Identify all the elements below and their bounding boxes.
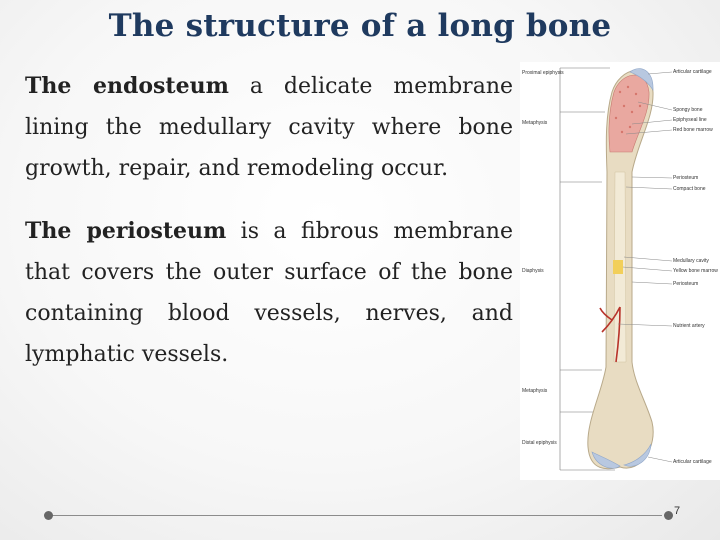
label-red-bone-marrow: Red bone marrow <box>673 127 713 133</box>
label-compact-bone: Compact bone <box>673 186 706 192</box>
label-spongy-bone: Spongy bone <box>673 107 703 113</box>
footer-divider <box>50 515 662 516</box>
term-endosteum: The endosteum <box>25 73 229 99</box>
label-epiphyseal-line: Epiphyseal line <box>673 117 707 123</box>
definition-endosteum: a delicate membrane lining the medullary… <box>25 74 514 181</box>
definition-periosteum: is a fibrous membrane that covers the ou… <box>25 219 513 367</box>
label-periosteum: Periosteum <box>673 175 698 181</box>
slide-title: The structure of a long bone <box>108 8 612 44</box>
label-articular-cartilage-top: Articular cartilage <box>673 69 712 75</box>
label-metaphysis-bottom: Metaphysis <box>522 388 548 394</box>
footer-left-dot <box>44 511 53 520</box>
spongy-texture <box>614 85 642 134</box>
label-articular-cartilage-bottom: Articular cartilage <box>673 459 712 465</box>
articular-cartilage-top <box>629 68 654 91</box>
label-medullary-cavity: Medullary cavity <box>673 258 709 264</box>
long-bone-diagram: Proximal epiphysis Metaphysis Diaphysis … <box>520 62 720 480</box>
footer-right-dot <box>664 511 673 520</box>
slide-body: The endosteum a delicate membrane lining… <box>25 66 513 397</box>
page-number: 7 <box>674 505 681 517</box>
label-yellow-bone-marrow: Yellow bone marrow <box>673 268 718 274</box>
label-metaphysis-top: Metaphysis <box>522 120 548 126</box>
right-leader-lines <box>617 71 673 463</box>
paragraph-endosteum: The endosteum a delicate membrane lining… <box>25 66 513 189</box>
yellow-bone-marrow <box>613 260 623 274</box>
articular-cartilage-bottom <box>591 443 652 469</box>
label-proximal-epiphysis: Proximal epiphysis <box>522 70 564 76</box>
term-periosteum: The periosteum <box>25 218 227 244</box>
label-diaphysis: Diaphysis <box>522 268 544 274</box>
bone-illustration: Proximal epiphysis Metaphysis Diaphysis … <box>522 67 718 471</box>
label-nutrient-artery: Nutrient artery <box>673 323 705 329</box>
paragraph-periosteum: The periosteum is a fibrous membrane tha… <box>25 211 513 375</box>
left-brackets <box>559 67 615 471</box>
spongy-bone-proximal <box>608 74 650 153</box>
label-distal-epiphysis: Distal epiphysis <box>522 440 557 446</box>
label-periosteum-2: Periosteum <box>673 281 698 287</box>
nutrient-artery <box>599 306 621 363</box>
